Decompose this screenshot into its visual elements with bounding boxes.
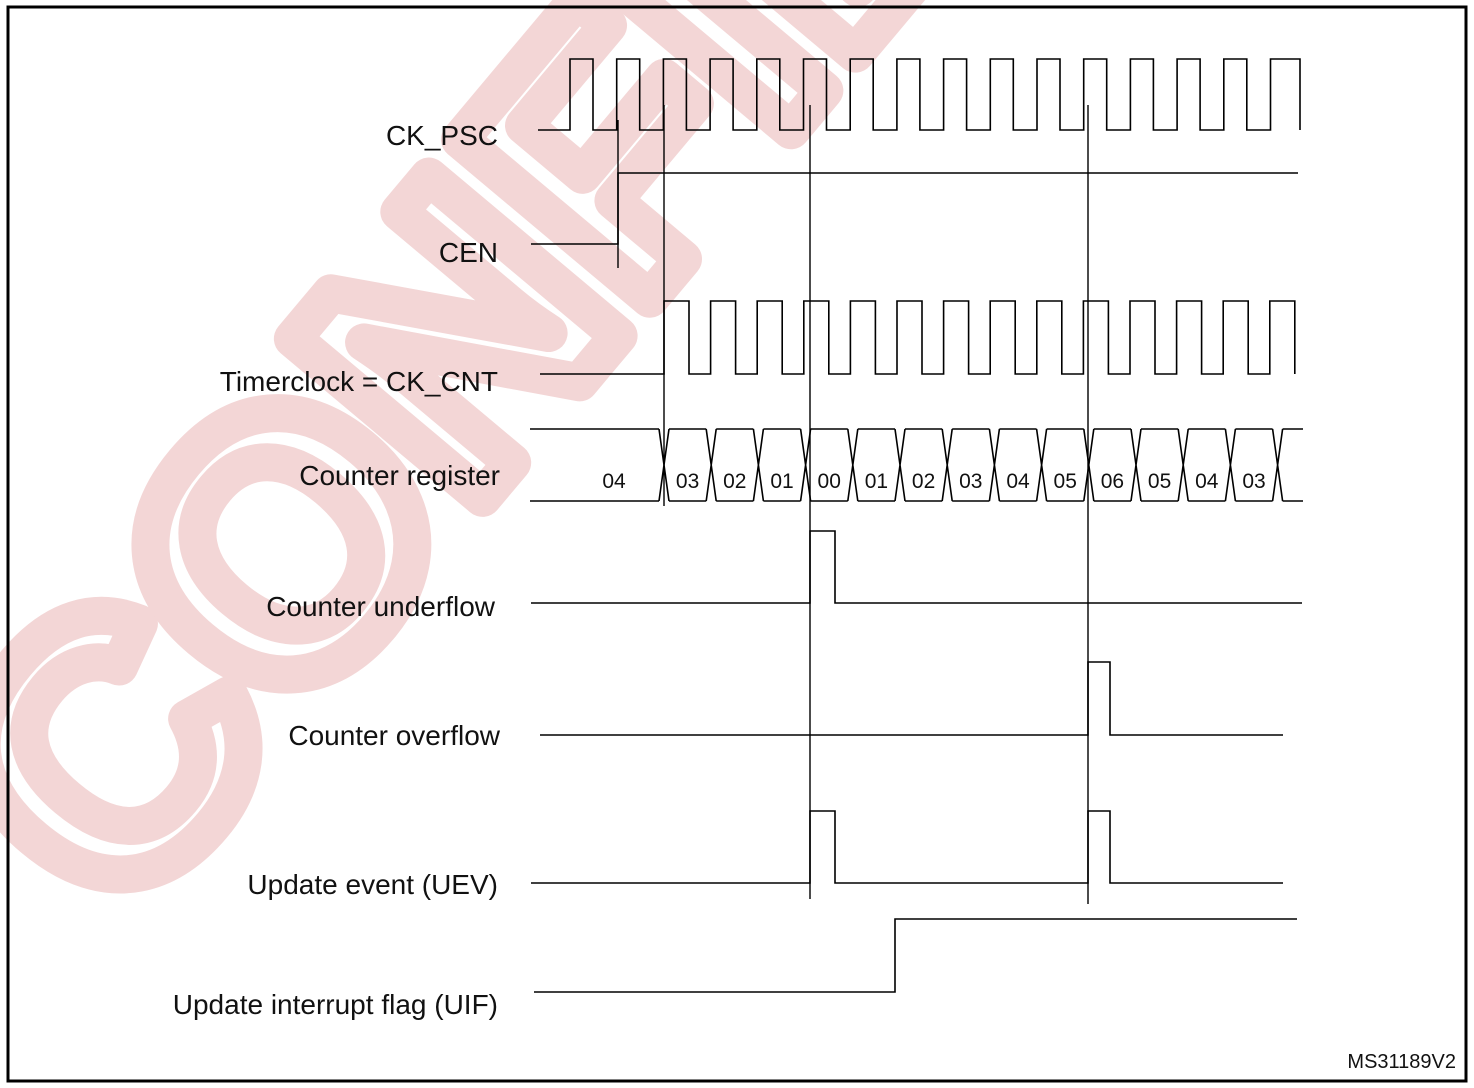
bus-segment (905, 428, 943, 502)
bus-segment (1046, 428, 1084, 502)
counter-value: 03 (676, 470, 699, 493)
counter-value: 04 (1195, 470, 1219, 493)
bus-segment (716, 428, 754, 502)
bus-transition (705, 428, 717, 502)
waveform-update-event (531, 810, 1283, 884)
counter-register-bus: 04 03 02 01 00 01 02 03 04 05 06 05 04 03 (530, 428, 1303, 502)
label-counter-underflow: Counter underflow (266, 591, 496, 622)
bus-transition (1035, 428, 1048, 502)
bus-segment (1141, 428, 1179, 502)
bus-segment (810, 428, 848, 502)
label-update-interrupt-flag: Update interrupt flag (UIF) (173, 989, 498, 1020)
bus-transition (1224, 428, 1237, 502)
bus-transition (1083, 428, 1095, 502)
counter-value: 05 (1148, 470, 1171, 493)
waveform-counter-underflow (531, 530, 1302, 604)
label-cen: CEN (439, 237, 498, 268)
counter-value: 00 (818, 470, 841, 493)
waveform-ck-cnt (540, 300, 1296, 375)
counter-value: 03 (1242, 470, 1265, 493)
bus-segment (1282, 428, 1303, 502)
bus-segment (1235, 428, 1273, 502)
bus-segment (1093, 428, 1131, 502)
counter-value: 03 (959, 470, 982, 493)
label-ck-psc: CK_PSC (386, 120, 498, 151)
bus-segment (952, 428, 990, 502)
bus-transition (894, 428, 906, 502)
bus-segment (530, 428, 659, 502)
label-ck-cnt: Timerclock = CK_CNT (220, 366, 498, 397)
waveform-ck-psc (538, 58, 1301, 131)
bus-segment (763, 428, 801, 502)
bus-segment (669, 428, 707, 502)
counter-value: 04 (602, 470, 626, 493)
bus-transition (941, 428, 953, 502)
counter-value: 02 (912, 470, 935, 493)
bus-transition (847, 428, 859, 502)
bus-transition (988, 428, 1001, 502)
counter-value: 05 (1054, 470, 1077, 493)
diagram-frame (6, 5, 1468, 1083)
bus-transition (1130, 428, 1142, 502)
bus-transition (799, 428, 812, 502)
counter-value: 01 (770, 470, 793, 493)
reference-code: MS31189V2 (1347, 1051, 1456, 1073)
counter-value: 04 (1006, 470, 1030, 493)
counter-value: 06 (1101, 470, 1124, 493)
bus-segment (857, 428, 895, 502)
label-counter-register: Counter register (299, 460, 500, 491)
label-counter-overflow: Counter overflow (288, 720, 500, 751)
bus-transition (1271, 428, 1284, 502)
bus-segment (1188, 428, 1226, 502)
bus-segment (999, 428, 1037, 502)
label-update-event: Update event (UEV) (247, 869, 498, 900)
counter-value: 02 (723, 470, 746, 493)
bus-transition (752, 428, 765, 502)
bus-transition (1177, 428, 1189, 502)
waveform-update-interrupt-flag (534, 918, 1297, 993)
counter-value: 01 (865, 470, 888, 493)
waveform-counter-overflow (540, 661, 1283, 736)
